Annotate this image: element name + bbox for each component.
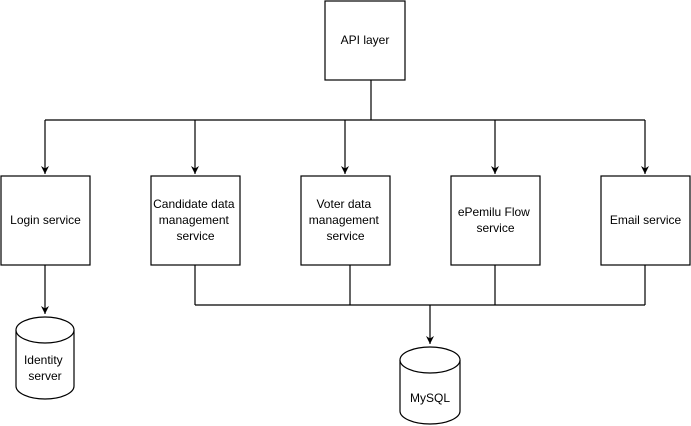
node-voter-service: Voter data management service bbox=[300, 175, 391, 266]
mysql-label-line: MySQL bbox=[410, 391, 450, 405]
candidate-service-box bbox=[150, 175, 241, 266]
api-layer-box bbox=[324, 0, 406, 81]
candidate-service-label: Candidate data management service bbox=[153, 197, 238, 243]
candidate-service-label-line: Candidate data bbox=[153, 197, 235, 211]
candidate-service-label-line: management bbox=[159, 213, 230, 227]
email-service-box bbox=[600, 175, 691, 266]
node-email-service: Email service bbox=[600, 175, 691, 266]
edges bbox=[41, 80, 649, 344]
identity-server-cylinder-rim bbox=[15, 329, 75, 344]
identity-server-label: Identity server bbox=[24, 353, 66, 383]
mysql-cylinder-body bbox=[399, 346, 461, 425]
identity-server-label-line: Identity bbox=[24, 353, 63, 367]
epemilu-flow-service-box bbox=[450, 175, 541, 266]
node-login-service: Login service bbox=[0, 175, 91, 266]
login-service-box bbox=[0, 175, 91, 266]
identity-server-label-line: server bbox=[28, 369, 61, 383]
email-service-label-line: Email service bbox=[610, 213, 682, 227]
login-service-label: Login service bbox=[10, 213, 81, 227]
mysql-cylinder-rim bbox=[399, 359, 461, 374]
node-identity-server: Identity server bbox=[15, 316, 75, 400]
node-candidate-service: Candidate data management service bbox=[150, 175, 241, 266]
voter-service-label-line: Voter data bbox=[316, 197, 371, 211]
voter-service-label-line: management bbox=[309, 213, 380, 227]
mysql-label: MySQL bbox=[410, 391, 450, 405]
node-mysql: MySQL bbox=[399, 346, 461, 425]
api-layer-label: API layer bbox=[341, 33, 390, 47]
candidate-service-label-line: service bbox=[176, 229, 214, 243]
epemilu-flow-service-label-line: service bbox=[476, 221, 514, 235]
voter-service-label-line: service bbox=[326, 229, 364, 243]
email-service-label: Email service bbox=[610, 213, 682, 227]
epemilu-flow-service-label-line: ePemilu Flow bbox=[458, 205, 530, 219]
node-epemilu-flow-service: ePemilu Flow service bbox=[450, 175, 541, 266]
epemilu-flow-service-label: ePemilu Flow service bbox=[458, 205, 533, 235]
voter-service-label: Voter data management service bbox=[309, 197, 382, 243]
login-service-label-line: Login service bbox=[10, 213, 81, 227]
api-layer-label-line: API layer bbox=[341, 33, 390, 47]
voter-service-box bbox=[300, 175, 391, 266]
node-api-layer: API layer bbox=[324, 0, 406, 81]
